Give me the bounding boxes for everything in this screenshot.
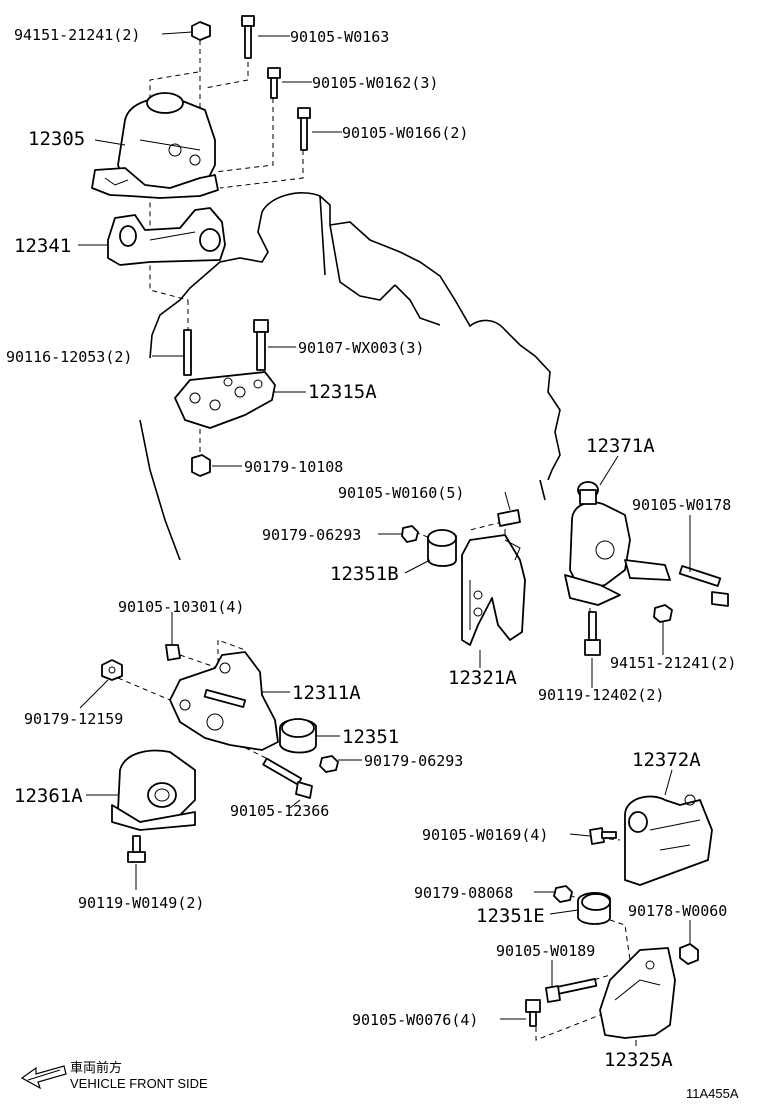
mount-12371A [564,481,671,606]
label-90105-W0166: 90105-W0166(2) [342,124,468,142]
nut-90179-06293-a [401,525,419,543]
nut-90179-06293-b [319,755,339,773]
label-90179-10108: 90179-10108 [244,458,343,476]
legend-english: VEHICLE FRONT SIDE [70,1076,208,1091]
label-94151-21241-top: 94151-21241(2) [14,26,140,44]
label-90105-W0076: 90105-W0076(4) [352,1011,478,1029]
part-labels: 94151-21241(2) 90105-W0163 90105-W0162(3… [6,26,736,1071]
nut-90179-08068 [553,885,573,903]
label-12372A: 12372A [632,749,701,771]
label-12351E: 12351E [476,905,545,927]
label-90116-12053: 90116-12053(2) [6,348,132,366]
mount-12305 [91,92,219,199]
label-90105-W0163: 90105-W0163 [290,28,389,46]
bolt-90105-W0169 [589,827,617,845]
bracket-12311A [169,651,279,751]
fasteners-top [183,15,311,477]
label-12305: 12305 [28,128,85,150]
label-12311A: 12311A [292,682,361,704]
nut-94151-21241-right [653,604,673,623]
bushing-12351E [577,892,611,925]
bracket-12341 [107,207,226,266]
label-90105-W0178: 90105-W0178 [632,496,731,514]
bolt-90105-12366 [262,757,313,799]
label-90179-06293-b: 90179-06293 [364,752,463,770]
engine-outline [139,192,561,561]
bolt-90119-W0149 [127,835,146,863]
bolt-90105-W0076 [525,999,541,1027]
label-90105-W0160: 90105-W0160(5) [338,484,464,502]
nut-90179-12159 [101,659,123,681]
legend-japanese: 車両前方 [70,1060,122,1075]
bracket-12325A [599,947,676,1039]
bolt-90105-W0160 [497,509,521,527]
mount-12361A [111,749,196,831]
label-12325A: 12325A [604,1049,673,1071]
label-12371A: 12371A [586,435,655,457]
label-90179-06293-a: 90179-06293 [262,526,361,544]
label-90107-WX003: 90107-WX003(3) [298,339,424,357]
label-94151-21241-right: 94151-21241(2) [610,654,736,672]
vehicle-front-legend: 車両前方 VEHICLE FRONT SIDE [20,1060,208,1091]
figure-code: 11A455A [686,1086,739,1101]
nut-90178-W0060 [679,943,699,965]
leader-lines [78,31,691,1046]
label-90119-12402: 90119-12402(2) [538,686,664,704]
label-12321A: 12321A [448,667,517,689]
bolt-90105-W0189 [545,978,598,1003]
label-90178-W0060: 90178-W0060 [628,902,727,920]
label-90105-W0169: 90105-W0169(4) [422,826,548,844]
label-12315A: 12315A [308,381,377,403]
plate-12315A [174,371,276,429]
label-90105-12366: 90105-12366 [230,802,329,820]
label-12361A: 12361A [14,785,83,807]
label-90119-W0149: 90119-W0149(2) [78,894,204,912]
label-12341: 12341 [14,235,71,257]
bolt-90105-W0178 [678,565,729,607]
front-arrow-icon [20,1065,67,1090]
label-90105-10301: 90105-10301(4) [118,598,244,616]
label-12351: 12351 [342,726,399,748]
bushing-12351 [279,718,317,754]
bolt-90105-10301 [165,644,181,661]
bracket-12321A [461,534,526,646]
label-90105-W0162: 90105-W0162(3) [312,74,438,92]
mount-12372A [624,794,713,886]
label-90179-12159: 90179-12159 [24,710,123,728]
bushing-12351B [427,529,457,567]
bolt-90119-12402 [584,611,601,656]
label-12351B: 12351B [330,563,399,585]
label-90105-W0189: 90105-W0189 [496,942,595,960]
label-90179-08068: 90179-08068 [414,884,513,902]
